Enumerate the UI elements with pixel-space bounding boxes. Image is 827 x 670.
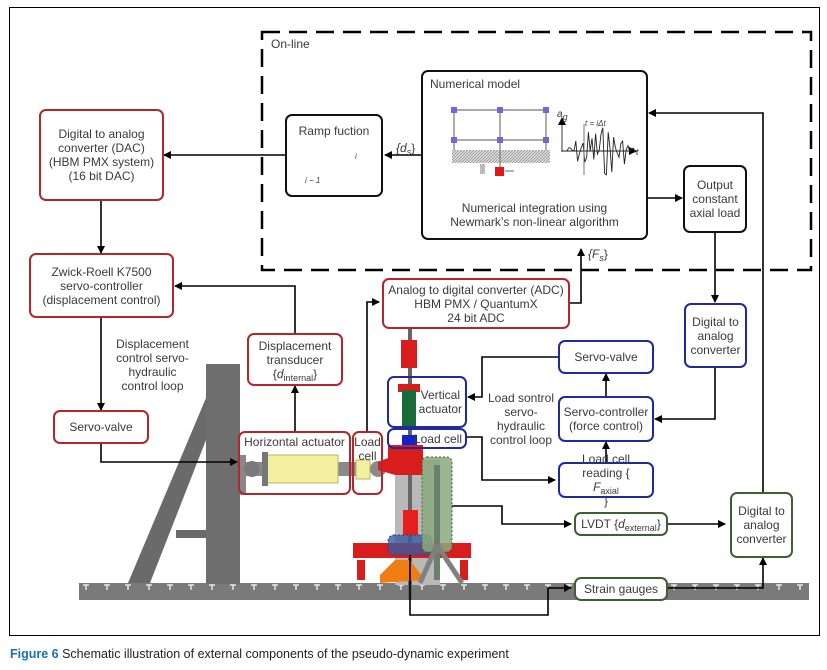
load-control-loop-label: Load sontrol servo- hydraulic control lo… — [487, 391, 555, 447]
arrow-frame-to-lvdt — [452, 505, 572, 528]
test-rig-illustration — [79, 300, 809, 600]
zwick-servo-controller-box: Zwick-Roell K7500 servo-controller (disp… — [29, 253, 174, 318]
arrow-specimen-to-strain — [409, 555, 572, 616]
reaction-brace — [128, 398, 206, 583]
arrow-loadcell-to-adc — [366, 298, 380, 431]
mass-node — [497, 107, 503, 113]
horizontal-actuator-box: Horizontal actuator — [238, 431, 351, 495]
fs-label: {Fs} — [588, 247, 608, 263]
load-cell-vertical-box: Load cell — [387, 428, 467, 449]
time-step-label: t = iΔt — [585, 119, 606, 128]
figure-frame — [9, 7, 820, 636]
arrow-servovalve-to-actuator — [100, 443, 238, 466]
vertical-load-cell-body — [402, 435, 417, 445]
mass-node — [497, 137, 503, 143]
arrow-dacgreen-to-model — [648, 109, 764, 492]
displacement-loop-label: Displacement control servo- hydraulic co… — [116, 337, 189, 393]
servo-valve-horizontal-box: Servo-valve — [53, 410, 149, 444]
mass-node — [543, 137, 549, 143]
axis-ag-label: ag — [557, 109, 568, 122]
dac-top-line-1: Digital to analog — [58, 127, 145, 141]
arrow-servovalve-to-vactuator — [467, 356, 558, 401]
numerical-model-description: Numerical integration using Newmark’s no… — [450, 201, 619, 229]
ramp-title: Ramp fuction — [298, 124, 370, 138]
displacement-transducer-box: Displacement transducer {dinternal} — [247, 333, 343, 386]
caption-text: Schematic illustration of external compo… — [58, 647, 509, 661]
servo-valve-vertical-box: Servo-valve — [558, 340, 654, 374]
load-cell-reading-box: Load cell reading {Faxial} — [558, 452, 654, 508]
numerical-model-box — [421, 70, 648, 240]
red-head — [378, 445, 423, 475]
dac-green-box: Digital to analog converter — [730, 492, 793, 558]
output-axial-load-box: Output constant axial load — [683, 165, 747, 233]
actuator-body — [264, 454, 339, 484]
dac-blue-box: Digital to analog converter — [684, 303, 747, 368]
arrow-transducer-to-zwick — [174, 282, 296, 333]
lvdt-box: LVDT {dexternal} — [574, 512, 668, 536]
vertical-actuator-box: Vertical actuator — [387, 376, 467, 428]
frame-model-drawing — [451, 107, 638, 176]
connectors — [97, 109, 767, 616]
dac-top-line-3: (HBM PMX system) — [48, 155, 155, 169]
adc-box: Analog to digital converter (ADC) HBM PM… — [382, 278, 570, 329]
orange-bracket — [380, 560, 425, 583]
base-mass — [495, 167, 504, 176]
dac-top-line-4: (16 bit DAC) — [68, 169, 135, 183]
figure-caption: Figure 6 Schematic illustration of exter… — [10, 647, 509, 661]
numerical-model-title: Numerical model — [430, 77, 521, 91]
axis-t-label: t — [636, 147, 639, 157]
arrow-vloadcell-to-reading — [465, 436, 556, 484]
ramp-low-label: i − 1 — [305, 176, 321, 185]
top-red-cap — [401, 340, 417, 368]
dac-top-line-2: converter (DAC) — [58, 141, 145, 155]
strain-gauges-box: Strain gauges — [574, 577, 668, 601]
ds-label: {ds} — [396, 141, 416, 157]
arrow-dacblue-to-forcectrl — [654, 368, 716, 423]
arrow-strain-to-dacgreen — [668, 557, 767, 589]
arrow-adc-to-model — [570, 248, 585, 304]
load-cell-horizontal-box: Load cell — [352, 431, 383, 495]
figure-number: Figure 6 — [10, 647, 59, 661]
mass-node — [451, 107, 457, 113]
ramp-high-label: i — [355, 152, 357, 161]
online-label: On-line — [271, 37, 310, 51]
load-cell-body — [355, 459, 371, 480]
online-region-border — [260, 30, 813, 272]
mass-node — [543, 107, 549, 113]
servo-controller-force-box: Servo-controller (force control) — [558, 396, 654, 442]
accelerogram — [558, 117, 638, 176]
vertical-actuator-body — [402, 390, 416, 430]
mass-node — [451, 137, 457, 143]
reaction-strut — [176, 530, 206, 538]
dac-top-box: Digital to analog converter (DAC) (HBM P… — [39, 109, 164, 201]
ramp-function-box: Ramp fuction — [285, 114, 383, 197]
reaction-column — [206, 364, 240, 584]
